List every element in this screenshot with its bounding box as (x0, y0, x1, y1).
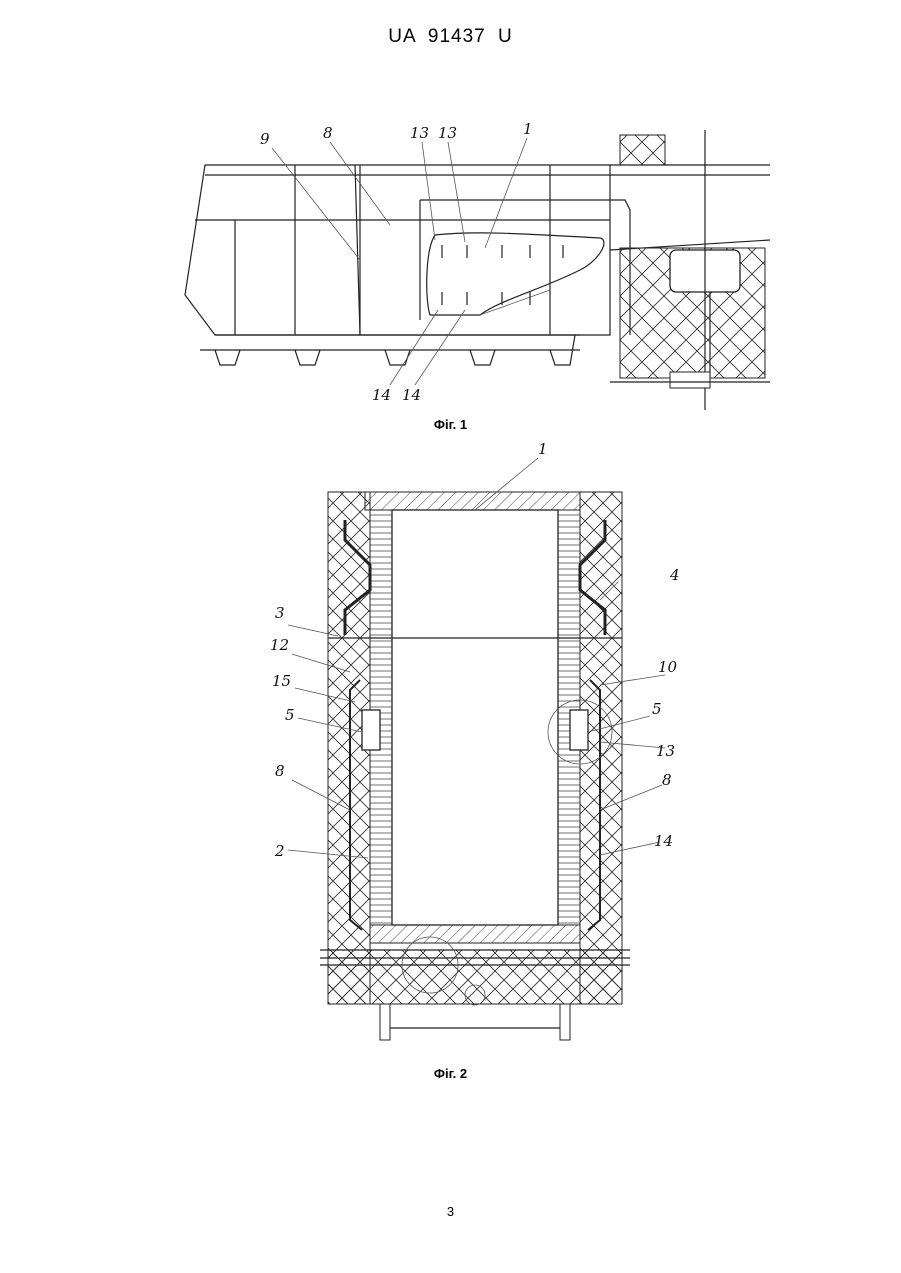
figure-1-caption: Фіг. 1 (0, 417, 901, 432)
fig1-label-1: 1 (523, 120, 533, 138)
patent-header: UA 91437 U (0, 26, 901, 48)
figure-1-drawing: 9 8 13 13 1 14 14 (180, 120, 780, 410)
fig1-label-14b: 14 (402, 386, 421, 404)
fig2-label-8-left: 8 (275, 762, 285, 780)
fig1-label-8: 8 (323, 124, 333, 142)
fig2-label-3: 3 (275, 604, 285, 622)
fig2-label-1: 1 (538, 440, 548, 458)
fig2-label-10: 10 (658, 658, 678, 676)
fig1-label-14a: 14 (372, 386, 391, 404)
fig1-label-9: 9 (260, 130, 270, 148)
fig2-label-13: 13 (656, 742, 675, 760)
fig2-label-5-left: 5 (285, 706, 295, 724)
fig1-label-13a: 13 (410, 124, 429, 142)
fig2-label-14: 14 (654, 832, 673, 850)
figure-2-drawing: 1 4 3 12 15 5 8 2 10 5 13 8 14 (270, 440, 690, 1050)
fig2-label-4: 4 (669, 566, 680, 584)
fig2-label-15: 15 (272, 672, 291, 690)
figure-2-caption: Фіг. 2 (0, 1066, 901, 1081)
fig2-label-5-right: 5 (652, 700, 662, 718)
fig2-label-12: 12 (270, 636, 289, 654)
fig2-label-8-right: 8 (662, 771, 672, 789)
page-number: 3 (0, 1204, 901, 1219)
fig1-label-13b: 13 (438, 124, 457, 142)
fig2-label-2: 2 (274, 842, 285, 860)
